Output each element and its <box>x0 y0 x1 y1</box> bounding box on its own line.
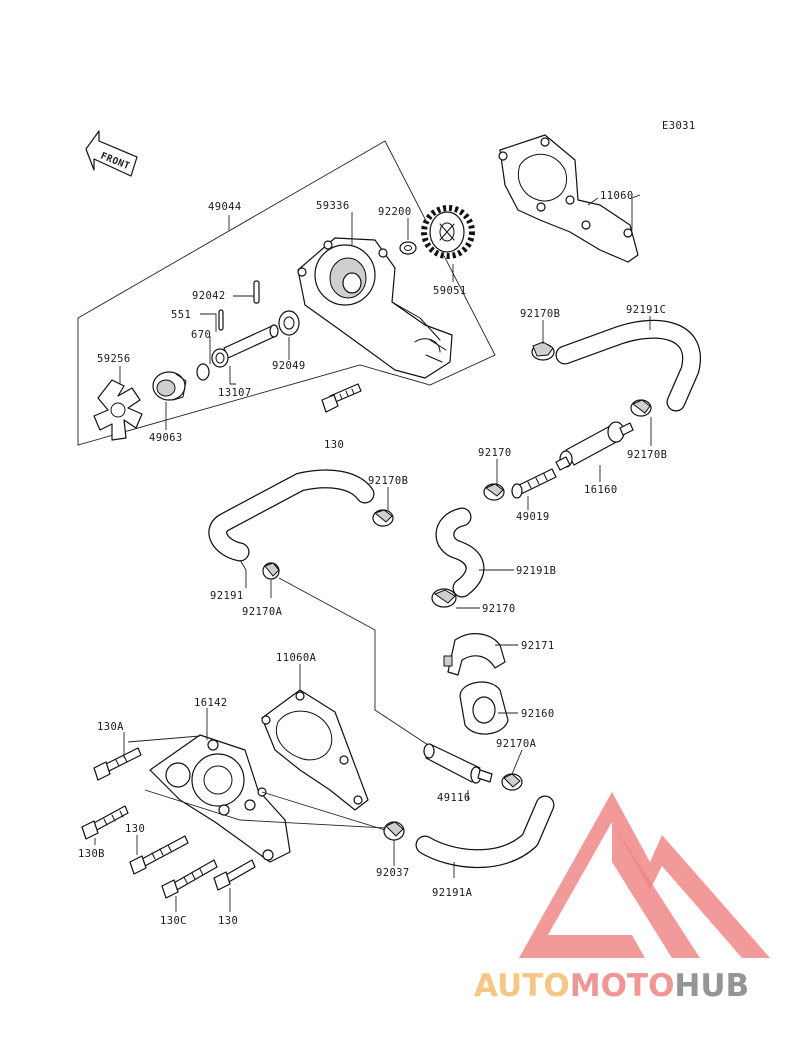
label-551: 551 <box>171 309 191 321</box>
bolt-130A <box>93 747 142 781</box>
label-130A: 130A <box>97 721 124 733</box>
pin-551 <box>218 309 224 331</box>
label-92200: 92200 <box>378 206 412 218</box>
label-16142: 16142 <box>194 697 228 709</box>
bracket-92171 <box>443 633 506 676</box>
label-92191C: 92191C <box>626 304 666 316</box>
label-130B: 130B <box>78 848 105 860</box>
label-92170B-b: 92170B <box>627 449 667 461</box>
gasket-11060A <box>261 689 369 811</box>
pin-92042 <box>253 280 260 304</box>
label-130C: 130C <box>160 915 187 927</box>
part-labels: 49044 59336 92200 59051 11060 92042 551 … <box>78 190 667 927</box>
seal-92049 <box>278 310 300 336</box>
label-92170B-a: 92170B <box>520 308 560 320</box>
cover-16142 <box>149 734 291 863</box>
logo-hub-text: HUB <box>674 968 749 1004</box>
oring-670 <box>196 363 210 381</box>
label-92170-b: 92170 <box>482 603 516 615</box>
label-92191A: 92191A <box>432 887 473 899</box>
label-59336: 59336 <box>316 200 350 212</box>
label-92171: 92171 <box>521 640 555 652</box>
label-92170A-a: 92170A <box>242 606 283 618</box>
label-92049: 92049 <box>272 360 306 372</box>
pipe-49116 <box>423 743 493 784</box>
label-11060A: 11060A <box>276 652 317 664</box>
label-92042: 92042 <box>192 290 226 302</box>
label-13107: 13107 <box>218 387 252 399</box>
clamp-92170A-a <box>262 562 280 580</box>
clamp-92170B-b <box>630 399 652 417</box>
logo-moto-text: MOTO <box>570 968 675 1004</box>
bolt-130-top <box>321 383 362 413</box>
label-92191: 92191 <box>210 590 244 602</box>
automotohub-logo: AUTOMOTOHUB <box>474 792 770 1004</box>
svg-text:AUTOMOTOHUB: AUTOMOTOHUB <box>474 968 749 1004</box>
hose-92191C <box>555 319 701 412</box>
label-49044: 49044 <box>208 201 242 213</box>
hose-92191A <box>415 795 555 869</box>
bolt-130B <box>81 805 129 840</box>
logo-triangle-icon <box>519 792 770 958</box>
label-49019: 49019 <box>516 511 550 523</box>
clamp-92170-a <box>483 483 505 501</box>
label-92191B: 92191B <box>516 565 556 577</box>
impeller-59256 <box>93 379 143 441</box>
front-arrow-icon: FRONT <box>85 130 138 177</box>
label-16160: 16160 <box>584 484 618 496</box>
label-92160: 92160 <box>521 708 555 720</box>
clamp-92037 <box>383 821 405 841</box>
diagram-code: E3031 <box>662 120 696 132</box>
logo-auto-text: AUTO <box>474 968 570 1004</box>
label-130-bot: 130 <box>218 915 238 927</box>
clamp-92170A-b <box>501 773 523 791</box>
label-130-top: 130 <box>324 439 344 451</box>
pump-assembly-frame <box>77 140 496 446</box>
gear-59051 <box>421 205 475 259</box>
label-130-mid: 130 <box>125 823 145 835</box>
label-11060: 11060 <box>600 190 634 202</box>
gasket-11060 <box>498 134 639 263</box>
label-49116: 49116 <box>437 792 471 804</box>
hose-92191 <box>208 469 375 562</box>
label-49063: 49063 <box>149 432 183 444</box>
label-92170-a: 92170 <box>478 447 512 459</box>
damper-92160 <box>459 681 509 735</box>
pump-body-59336 <box>297 237 453 379</box>
bolt-130-bot <box>213 859 256 891</box>
leader-lines <box>94 194 652 912</box>
label-92170B-c: 92170B <box>368 475 408 487</box>
hose-92191B <box>435 507 485 598</box>
fitting-16160 <box>555 421 634 471</box>
joint-49019 <box>511 468 557 499</box>
bolt-130-mid <box>129 835 189 875</box>
clamp-92170B-a <box>531 341 555 361</box>
label-92037: 92037 <box>376 867 410 879</box>
label-59256: 59256 <box>97 353 131 365</box>
bolt-130C <box>161 859 218 899</box>
label-92170A-b: 92170A <box>496 738 537 750</box>
label-670: 670 <box>191 329 211 341</box>
washer-92200 <box>399 241 417 255</box>
clamp-92170B-c <box>372 509 394 527</box>
seal-49063 <box>152 371 187 401</box>
label-59051: 59051 <box>433 285 467 297</box>
shaft-13107 <box>211 324 279 368</box>
clamp-92170-b <box>431 588 457 608</box>
